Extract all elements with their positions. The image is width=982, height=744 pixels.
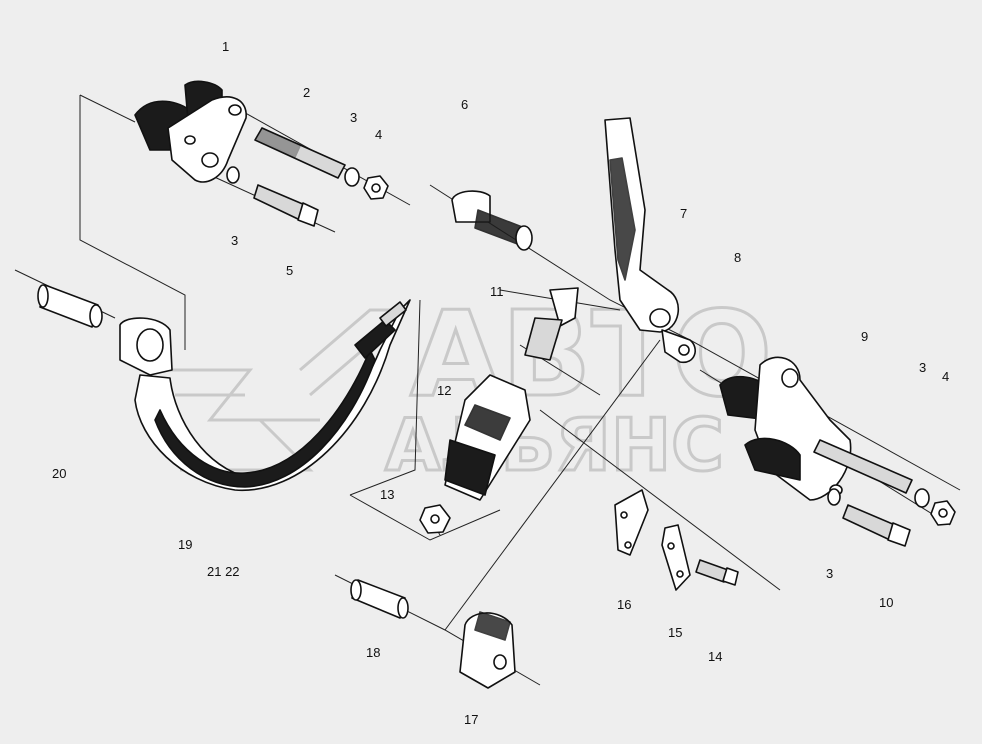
pedal-arm-parts-19-21-22: [119, 299, 411, 491]
callout-2: 2: [303, 85, 311, 100]
callout-15: 15: [668, 625, 683, 640]
block-part-12: [444, 374, 531, 501]
washer-part-3-top: [226, 166, 360, 187]
callout-18: 18: [366, 645, 381, 660]
callout-4: 4: [375, 127, 383, 142]
callout-19: 19: [178, 537, 193, 552]
washer-part-3-right: [827, 488, 930, 508]
sleeve-part-6: [451, 190, 533, 251]
callout-21-22: 21 22: [207, 564, 240, 579]
callout-16: 16: [617, 597, 632, 612]
callout-17: 17: [464, 712, 479, 727]
nut-part-4-top: [363, 175, 389, 200]
stud-part-9: [813, 439, 913, 494]
callout-4b: 4: [942, 369, 950, 384]
callout-5: 5: [286, 263, 294, 278]
callout-3b: 3: [231, 233, 239, 248]
nut-part-13: [419, 504, 451, 534]
bracket-part-1: [134, 80, 247, 183]
stud-part-2: [254, 127, 346, 179]
watermark-line2: АЛЬЯНС: [385, 403, 724, 487]
watermark-logo-chevrons: [170, 308, 400, 472]
callout-14: 14: [708, 649, 723, 664]
callout-7: 7: [680, 206, 688, 221]
callout-1: 1: [222, 39, 230, 54]
nut-part-4-right: [930, 500, 956, 526]
callout-20: 20: [52, 466, 67, 481]
bolt-part-5: [253, 184, 319, 227]
callout-11: 11: [490, 284, 504, 299]
bracket-part-8: [719, 356, 852, 501]
screw-part-14: [695, 559, 739, 586]
bushing-part-20: [37, 284, 103, 328]
callout-9: 9: [861, 329, 869, 344]
callout-3: 3: [350, 110, 358, 125]
plate-part-16: [614, 489, 649, 556]
bolt-part-10: [842, 504, 911, 547]
callout-3c: 3: [919, 360, 927, 375]
callout-8: 8: [734, 250, 742, 265]
block-part-17: [459, 611, 516, 689]
callout-10: 10: [879, 595, 894, 610]
callout-3d: 3: [826, 566, 834, 581]
callout-13: 13: [380, 487, 395, 502]
plate-part-15: [661, 524, 691, 591]
callout-12: 12: [437, 383, 452, 398]
callout-6: 6: [461, 97, 469, 112]
adjuster-part-11: [524, 287, 579, 361]
pin-part-18: [350, 579, 409, 619]
lever-part-7: [604, 117, 696, 364]
